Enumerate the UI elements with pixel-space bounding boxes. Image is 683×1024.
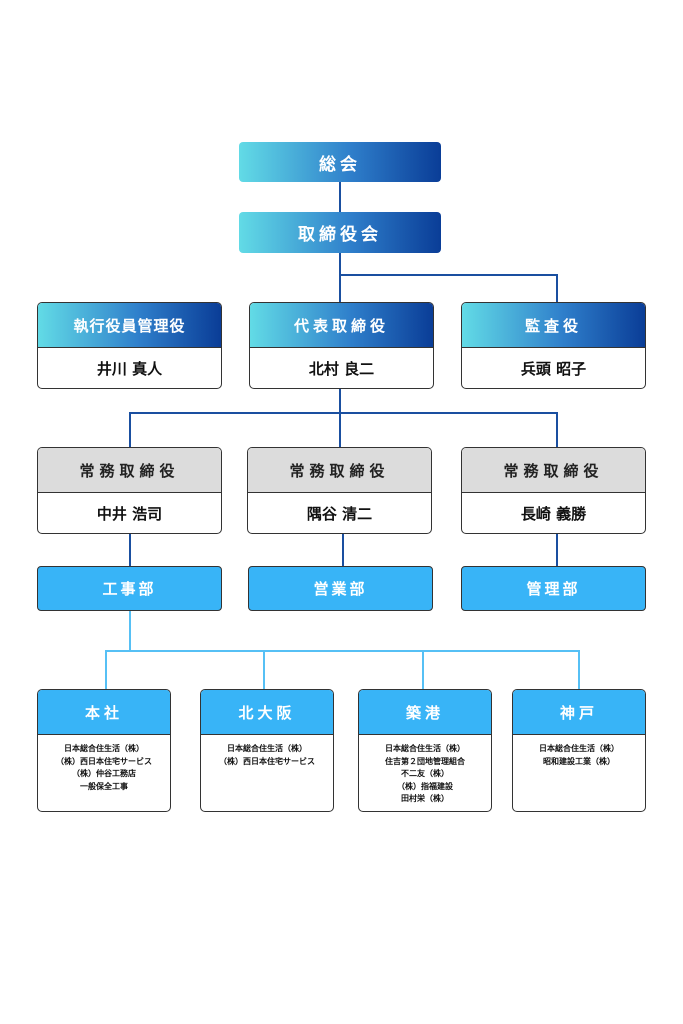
director-name: 中井 浩司 <box>96 505 163 523</box>
company-item: （株）仲谷工務店 <box>72 769 136 778</box>
company-item: 昭和建設工業（株） <box>543 756 615 766</box>
department-sales: 営業部 <box>248 566 433 611</box>
company-item: 住吉第２団地管理組合 <box>385 756 465 766</box>
officer-card-representative: 代表取締役 北村 良二 <box>249 302 434 389</box>
department-construction: 工事部 <box>37 566 222 611</box>
line-board-auditor <box>340 274 558 302</box>
director-card-1: 常務取締役 中井 浩司 <box>37 447 222 534</box>
branch-company-list: 日本総合住生活（株） （株）西日本住宅サービス （株）仲谷工務店 一般保全工事 <box>38 735 170 793</box>
company-item: 不二友（株） <box>401 769 449 778</box>
branch-name: 築港 <box>359 690 491 735</box>
line-branch-bus <box>105 650 580 689</box>
company-item: （株）西日本住宅サービス <box>219 756 315 766</box>
director-name: 長崎 義勝 <box>520 505 587 523</box>
company-item: 日本総合住生活（株） <box>385 744 465 753</box>
company-item: 田村栄（株） <box>401 794 449 803</box>
company-item: 一般保全工事 <box>80 781 128 791</box>
department-management: 管理部 <box>461 566 646 611</box>
branch-company-list: 日本総合住生活（株） 昭和建設工業（株） <box>513 735 645 768</box>
branch-card-kitaosaka: 北大阪 日本総合住生活（株） （株）西日本住宅サービス <box>200 689 334 812</box>
branch-card-head-office: 本社 日本総合住生活（株） （株）西日本住宅サービス （株）仲谷工務店 一般保全… <box>37 689 171 812</box>
director-title: 常務取締役 <box>248 448 431 493</box>
company-item: 日本総合住生活（株） <box>227 744 307 753</box>
branch-company-list: 日本総合住生活（株） （株）西日本住宅サービス <box>201 735 333 768</box>
general-meeting-box: 総会 <box>239 142 441 182</box>
branch-card-chikko: 築港 日本総合住生活（株） 住吉第２団地管理組合 不二友（株） （株）指福建設 … <box>358 689 492 812</box>
branch-card-kobe: 神戸 日本総合住生活（株） 昭和建設工業（株） <box>512 689 646 812</box>
board-label: 取締役会 <box>298 225 382 245</box>
officer-title: 執行役員管理役 <box>38 303 221 348</box>
branch-name: 北大阪 <box>201 690 333 735</box>
officer-title: 代表取締役 <box>250 303 433 348</box>
officer-card-auditor: 監査役 兵頭 昭子 <box>461 302 646 389</box>
branch-name: 神戸 <box>513 690 645 735</box>
department-label: 管理部 <box>526 580 581 598</box>
branch-company-list: 日本総合住生活（株） 住吉第２団地管理組合 不二友（株） （株）指福建設 田村栄… <box>359 735 491 806</box>
department-label: 営業部 <box>313 580 368 598</box>
director-title: 常務取締役 <box>462 448 645 493</box>
board-box: 取締役会 <box>239 212 441 253</box>
officer-name: 兵頭 昭子 <box>520 360 587 378</box>
director-card-3: 常務取締役 長崎 義勝 <box>461 447 646 534</box>
officer-name: 北村 良二 <box>308 360 375 378</box>
branch-name: 本社 <box>38 690 170 735</box>
company-item: 日本総合住生活（株） <box>64 744 144 753</box>
company-item: （株）指福建設 <box>397 781 453 791</box>
officer-title: 監査役 <box>462 303 645 348</box>
company-item: （株）西日本住宅サービス <box>56 756 152 766</box>
director-card-2: 常務取締役 隅谷 清二 <box>247 447 432 534</box>
officer-card-executive: 執行役員管理役 井川 真人 <box>37 302 222 389</box>
officer-name: 井川 真人 <box>96 360 163 378</box>
department-label: 工事部 <box>102 580 157 598</box>
general-meeting-label: 総会 <box>319 154 361 175</box>
director-name: 隅谷 清二 <box>306 505 373 523</box>
director-title: 常務取締役 <box>38 448 221 493</box>
line-directors-bus <box>129 412 558 447</box>
company-item: 日本総合住生活（株） <box>539 744 619 753</box>
